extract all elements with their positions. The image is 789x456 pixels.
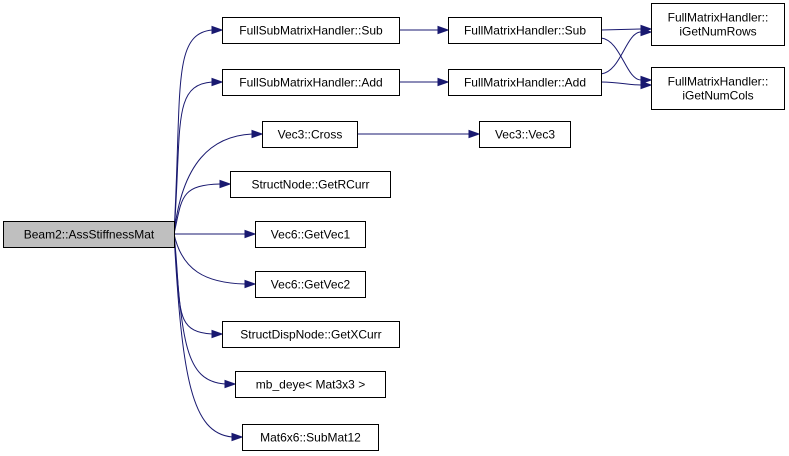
node-label: FullMatrixHandler::Sub bbox=[464, 24, 586, 38]
edge-root-to-getrcurr bbox=[173, 183, 221, 235]
node-box bbox=[255, 221, 366, 248]
node-label: mb_deye< Mat3x3 > bbox=[256, 378, 365, 392]
arrowhead-fsubsub-to-fmsub bbox=[437, 25, 450, 35]
node-label: iGetNumCols bbox=[682, 89, 753, 103]
node-vec3[interactable]: Vec3::Vec3 bbox=[479, 121, 571, 148]
arrowhead-root-to-fsubsub bbox=[211, 25, 224, 35]
arrowhead-root-to-vcross bbox=[251, 129, 264, 139]
node-label: Beam2::AssStiffnessMat bbox=[24, 228, 155, 242]
edge-root-to-fsubsub bbox=[173, 29, 213, 235]
node-submat12[interactable]: Mat6x6::SubMat12 bbox=[242, 424, 379, 451]
node-box bbox=[230, 171, 391, 198]
edge-root-to-getvec2 bbox=[173, 233, 246, 285]
edge-fmsub-to-rows bbox=[600, 28, 642, 31]
arrowhead-fmadd-to-rows bbox=[640, 27, 653, 37]
node-box bbox=[651, 3, 785, 46]
node-vcross[interactable]: Vec3::Cross bbox=[262, 121, 358, 148]
node-box bbox=[222, 69, 400, 96]
node-mbdeye[interactable]: mb_deye< Mat3x3 > bbox=[235, 371, 386, 398]
node-label: FullMatrixHandler:: bbox=[668, 75, 769, 89]
node-getxcurr[interactable]: StructDispNode::GetXCurr bbox=[222, 321, 400, 348]
node-label: FullSubMatrixHandler::Add bbox=[239, 76, 382, 90]
node-label: FullMatrixHandler::Add bbox=[464, 76, 586, 90]
edge-root-to-fsubadd bbox=[173, 81, 213, 235]
node-box bbox=[242, 424, 379, 451]
node-box bbox=[479, 121, 571, 148]
node-fmsub[interactable]: FullMatrixHandler::Sub bbox=[448, 17, 602, 44]
edge-root-to-getxcurr bbox=[173, 233, 213, 335]
node-cols[interactable]: FullMatrixHandler::iGetNumCols bbox=[651, 67, 785, 110]
node-label: FullMatrixHandler:: bbox=[668, 11, 769, 25]
node-fmadd[interactable]: FullMatrixHandler::Add bbox=[448, 69, 602, 96]
node-root[interactable]: Beam2::AssStiffnessMat bbox=[3, 221, 175, 248]
node-box bbox=[3, 221, 175, 248]
arrowhead-root-to-getvec2 bbox=[244, 279, 257, 289]
node-getrcurr[interactable]: StructNode::GetRCurr bbox=[230, 171, 391, 198]
node-label: Vec3::Cross bbox=[278, 128, 343, 142]
node-box bbox=[448, 69, 602, 96]
node-box bbox=[448, 17, 602, 44]
node-label: Vec3::Vec3 bbox=[495, 128, 555, 142]
arrowhead-root-to-getxcurr bbox=[211, 329, 224, 339]
nodes-layer: Beam2::AssStiffnessMat FullSubMatrixHandl… bbox=[3, 3, 785, 451]
arrowhead-fsubadd-to-fmadd bbox=[437, 77, 450, 87]
node-fsubadd[interactable]: FullSubMatrixHandler::Add bbox=[222, 69, 400, 96]
edge-fmadd-to-cols bbox=[600, 81, 642, 86]
node-box bbox=[222, 321, 400, 348]
arrowhead-fmadd-to-cols bbox=[640, 80, 653, 90]
node-label: Vec6::GetVec2 bbox=[271, 278, 351, 292]
node-box bbox=[262, 121, 358, 148]
arrowhead-root-to-submat12 bbox=[231, 432, 244, 442]
arrowhead-root-to-getvec1 bbox=[244, 229, 257, 239]
arrowhead-root-to-fsubadd bbox=[211, 77, 224, 87]
edge-root-to-mbdeye bbox=[173, 233, 226, 385]
node-label: iGetNumRows bbox=[679, 25, 756, 39]
node-label: FullSubMatrixHandler::Sub bbox=[239, 24, 383, 38]
node-box bbox=[651, 67, 785, 110]
node-label: Vec6::GetVec1 bbox=[271, 228, 351, 242]
edge-fmsub-to-cols bbox=[600, 37, 642, 81]
node-getvec2[interactable]: Vec6::GetVec2 bbox=[255, 271, 366, 298]
node-label: StructDispNode::GetXCurr bbox=[240, 328, 381, 342]
arrowhead-root-to-getrcurr bbox=[219, 179, 232, 189]
arrowhead-fmsub-to-cols bbox=[640, 75, 653, 85]
node-getvec1[interactable]: Vec6::GetVec1 bbox=[255, 221, 366, 248]
node-label: Mat6x6::SubMat12 bbox=[260, 431, 361, 445]
arrowhead-root-to-mbdeye bbox=[224, 379, 237, 389]
edge-root-to-vcross bbox=[173, 133, 253, 235]
edges-layer bbox=[173, 24, 653, 442]
node-box bbox=[255, 271, 366, 298]
edge-root-to-submat12 bbox=[173, 233, 233, 438]
edge-fmadd-to-rows bbox=[600, 31, 642, 75]
node-box bbox=[222, 17, 400, 44]
arrowhead-vcross-to-vec3 bbox=[468, 129, 481, 139]
node-box bbox=[235, 371, 386, 398]
node-fsubsub[interactable]: FullSubMatrixHandler::Sub bbox=[222, 17, 400, 44]
node-label: StructNode::GetRCurr bbox=[251, 178, 369, 192]
node-rows[interactable]: FullMatrixHandler::iGetNumRows bbox=[651, 3, 785, 46]
